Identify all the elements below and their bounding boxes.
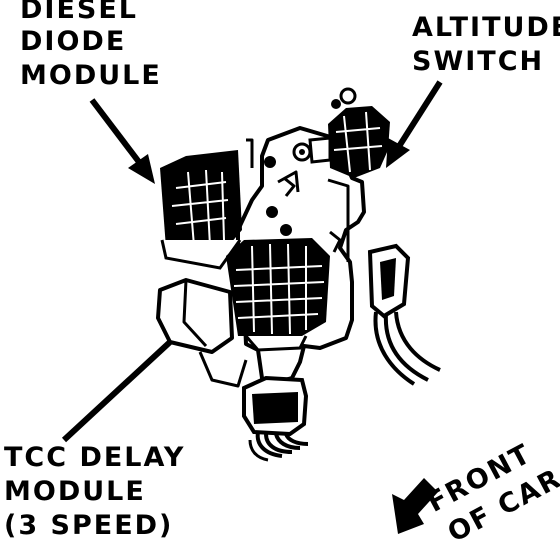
front-direction-arrow	[392, 478, 438, 534]
label-altitude-switch: ALTITUDE SWITCH	[412, 12, 560, 77]
label-line: MODULE	[4, 476, 146, 507]
label-line: ALTITUDE	[412, 12, 560, 43]
label-front-of-car: FRONT OF CAR	[422, 438, 560, 548]
label-line: DIODE	[20, 26, 126, 57]
tcc-delay-module	[226, 238, 330, 352]
label-line: TCC DELAY	[4, 442, 185, 473]
label-diesel-diode-module: DIESEL DIODE MODULE	[20, 0, 162, 91]
label-line: DIESEL	[20, 0, 138, 25]
right-wire-connector	[367, 243, 441, 386]
lower-support-bracket	[156, 278, 248, 388]
leader-arrow-diesel-diode	[89, 98, 155, 184]
altitude-switch	[308, 87, 390, 178]
label-line: MODULE	[20, 60, 162, 91]
label-line: (3 SPEED)	[4, 510, 173, 541]
label-tcc-delay-module: TCC DELAY MODULE (3 SPEED)	[4, 442, 185, 541]
diesel-diode-module	[160, 150, 242, 270]
leader-arrow-altitude-switch	[386, 80, 443, 168]
label-line: SWITCH	[412, 46, 544, 77]
bottom-wire-connector	[242, 375, 309, 462]
